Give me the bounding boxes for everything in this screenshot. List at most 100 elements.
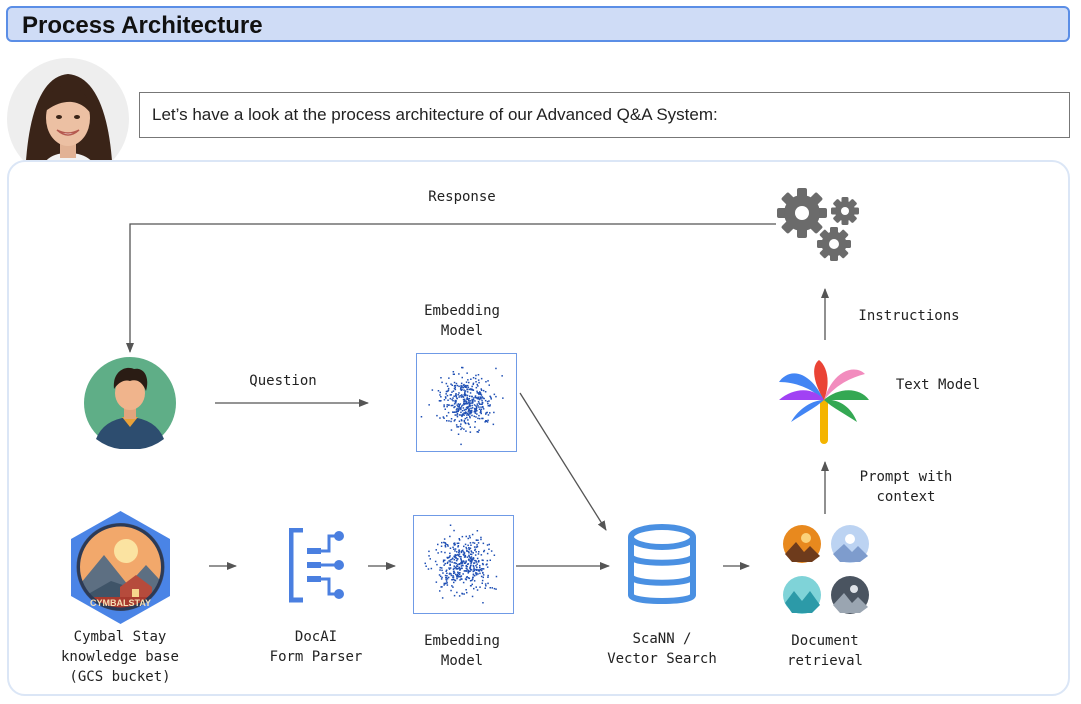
scatter-point — [462, 396, 465, 398]
scatter-point — [481, 399, 483, 402]
scatter-point — [449, 524, 452, 526]
scatter-point — [442, 559, 445, 561]
scatter-point — [435, 549, 437, 551]
scatter-point — [464, 411, 467, 413]
scatter-point — [470, 569, 473, 571]
knowledge-logo-text: CYMBALSTAY — [90, 598, 151, 608]
scatter-point — [471, 595, 474, 598]
scatter-point — [428, 404, 430, 406]
scatter-point — [478, 381, 480, 384]
scatter-point — [458, 407, 460, 410]
scatter-point — [470, 389, 472, 391]
scatter-point — [464, 384, 466, 387]
scatter-point — [467, 411, 469, 413]
scatter-point — [478, 569, 480, 571]
scatter-point — [471, 402, 474, 404]
scatter-point — [471, 404, 473, 407]
scatter-point — [458, 404, 460, 406]
text-model-label: Text Model — [895, 377, 981, 393]
scatter-point — [464, 386, 466, 388]
scatter-point — [458, 551, 461, 553]
scatter-point — [472, 552, 474, 554]
scatter-point — [465, 406, 468, 409]
scatter-point — [466, 550, 468, 552]
scatter-point — [474, 400, 476, 402]
scatter-point — [453, 529, 455, 532]
scatter-point — [474, 377, 477, 380]
scatter-point — [459, 403, 462, 405]
scatter-point — [455, 395, 457, 397]
scatter-point — [446, 582, 448, 584]
scatter-point — [425, 565, 427, 567]
scatter-point — [446, 385, 449, 387]
diagram-panel — [7, 160, 1070, 696]
scatter-point — [476, 557, 479, 560]
scatter-point — [450, 383, 452, 385]
scatter-point — [464, 562, 467, 564]
scatter-point — [470, 412, 472, 414]
scatter-point — [457, 571, 459, 573]
scatter-point — [475, 407, 478, 409]
scatter-point — [486, 566, 489, 568]
scatter-point — [458, 420, 461, 422]
scatter-point — [469, 395, 471, 397]
scatter-point — [454, 556, 456, 559]
scatter-point — [469, 536, 471, 539]
scatter-point — [466, 414, 468, 416]
scatter-point — [478, 393, 481, 395]
scatter-point — [467, 406, 470, 408]
document-thumbnail-icon — [831, 576, 869, 614]
scatter-point — [444, 396, 447, 398]
database-icon — [628, 524, 696, 604]
scatter-point — [477, 404, 479, 407]
scatter-point — [458, 567, 460, 570]
scatter-point — [445, 576, 448, 579]
scatter-point — [454, 573, 457, 576]
scatter-point — [453, 562, 455, 564]
scatter-point — [476, 566, 478, 569]
scatter-point — [452, 586, 454, 588]
scatter-point — [460, 557, 462, 560]
scatter-point — [456, 397, 458, 400]
scatter-point — [467, 569, 470, 572]
scatter-point — [459, 569, 461, 571]
scatter-point — [468, 410, 471, 412]
scatter-point — [453, 420, 456, 422]
scatter-point — [461, 427, 463, 429]
scatter-point — [463, 412, 465, 414]
scatter-point — [440, 586, 442, 588]
scatter-point — [482, 389, 485, 392]
scatter-point — [468, 548, 471, 551]
scatter-point — [457, 555, 460, 557]
scatter-point — [454, 555, 456, 557]
scatter-point — [476, 403, 479, 405]
scatter-point — [454, 419, 456, 421]
scatter-point — [489, 395, 491, 398]
scatter-point — [463, 562, 466, 564]
scatter-point — [441, 586, 443, 588]
scatter-point — [465, 567, 467, 570]
scatter-point — [471, 578, 474, 580]
scatter-point — [469, 431, 472, 433]
scatter-point — [444, 544, 446, 547]
scatter-point — [463, 593, 465, 595]
scatter-point — [453, 594, 456, 597]
scatter-point — [462, 553, 465, 556]
scatter-point — [481, 582, 483, 584]
scatter-point — [445, 578, 447, 581]
scatter-point — [455, 568, 458, 570]
scatter-point — [468, 423, 470, 426]
scatter-point — [442, 572, 444, 574]
scatter-point — [474, 554, 477, 556]
scatter-point — [464, 417, 467, 420]
scatter-point — [469, 556, 471, 559]
scatter-point — [471, 558, 473, 560]
scatter-point — [427, 568, 430, 570]
scatter-point — [438, 574, 441, 576]
scatter-point — [455, 557, 457, 559]
scatter-point — [487, 574, 489, 577]
scatter-point — [470, 562, 472, 565]
scatter-point — [450, 574, 453, 577]
scatter-point — [463, 402, 465, 404]
